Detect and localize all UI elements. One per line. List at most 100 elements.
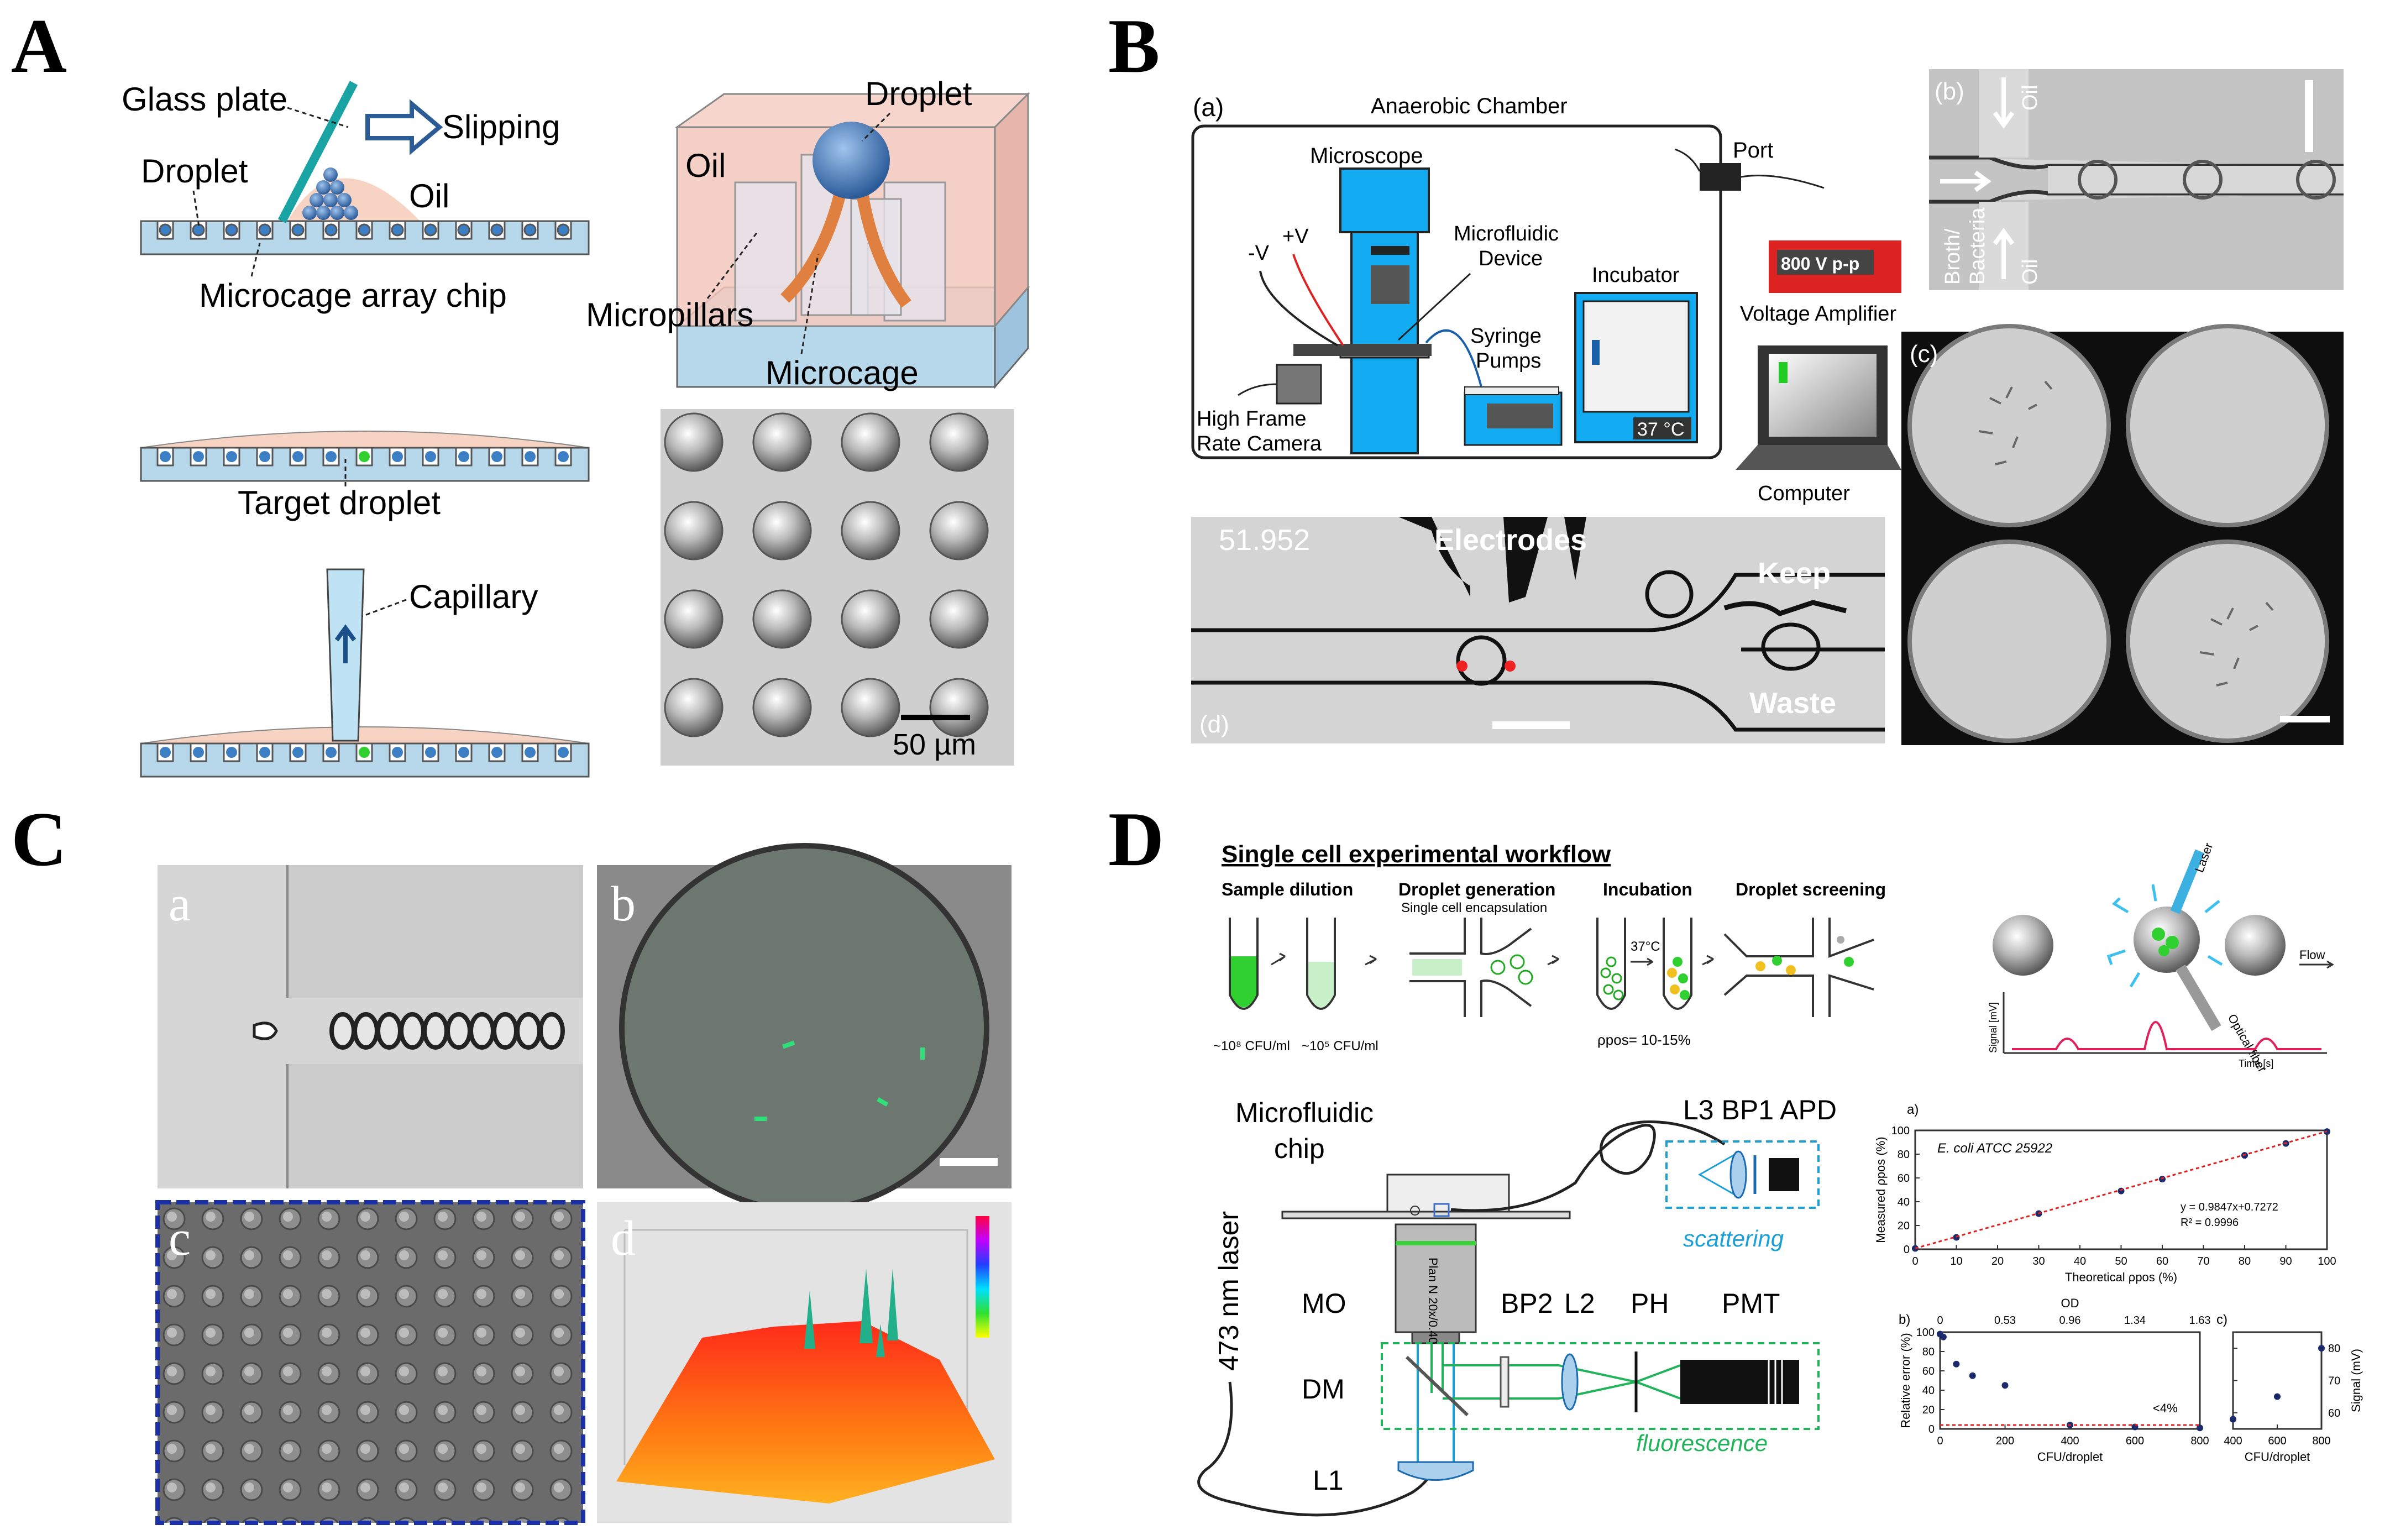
label-b-tag: (b) xyxy=(1935,78,1964,105)
micrograph-c-droplets xyxy=(1907,324,2329,743)
panel-a: Glass plate Slipping Droplet Oil Microca… xyxy=(122,75,1030,778)
well-droplet xyxy=(259,451,270,462)
arrow-right-icon xyxy=(1940,170,1991,192)
generated-droplet xyxy=(399,1012,426,1050)
heat-peaks xyxy=(804,1269,898,1357)
label-device-1: Microfluidic xyxy=(1454,222,1559,245)
label-plus-v: +V xyxy=(1282,225,1309,248)
x-tick-label: 40 xyxy=(2074,1255,2086,1267)
label-oil-top: Oil xyxy=(2019,85,2042,111)
scale-bar xyxy=(901,715,970,720)
well-droplet xyxy=(458,451,469,462)
y-tick-label: 60 xyxy=(1898,1172,1910,1185)
port-icon xyxy=(1700,163,1741,191)
well-droplet xyxy=(193,451,204,462)
chip-wells-middle xyxy=(156,447,572,467)
label-camera-2: Rate Camera xyxy=(1197,432,1322,455)
label-time: 51.952 xyxy=(1219,523,1310,557)
step-2: Droplet generation xyxy=(1398,879,1555,899)
tube-2 xyxy=(1306,918,1336,1010)
annotation: <4% xyxy=(2153,1401,2178,1415)
well-droplet xyxy=(193,747,204,758)
bp2-filter xyxy=(1500,1356,1510,1408)
well-droplet xyxy=(523,223,537,237)
caged-droplet xyxy=(752,412,812,472)
x-tick-label: 20 xyxy=(1991,1255,2004,1267)
well-droplet xyxy=(358,223,371,237)
y-tick-label: 20 xyxy=(1922,1404,1935,1416)
x-tick-label: 100 xyxy=(2318,1255,2336,1267)
caged-droplet xyxy=(929,589,989,649)
beam-paths xyxy=(1417,1343,1455,1462)
well-droplet xyxy=(391,223,404,237)
label-target: Target droplet xyxy=(238,484,441,521)
label-a-tag: (a) xyxy=(1193,93,1224,122)
panel-letter-b: B xyxy=(1108,3,1160,89)
sphere-right xyxy=(2225,915,2286,976)
data-point xyxy=(2197,1424,2203,1432)
label-chamber: Anaerobic Chamber xyxy=(1371,94,1568,118)
flow-arrow-icon xyxy=(2299,960,2334,969)
label-camera-1: High Frame xyxy=(1197,407,1307,431)
glass-plate xyxy=(277,81,358,223)
scattering-box xyxy=(1665,1140,1820,1209)
colorbar xyxy=(976,1216,989,1338)
label-amp-display: 800 V p-p xyxy=(1781,254,1859,274)
green-cells xyxy=(754,1040,925,1121)
caged-droplet xyxy=(841,589,900,649)
data-point xyxy=(1969,1372,1976,1379)
sphere-left xyxy=(1993,915,2053,976)
label-broth-2: Bacteria xyxy=(1966,207,1989,285)
generated-droplet xyxy=(353,1012,379,1050)
electrode-left xyxy=(1398,517,1470,597)
signal-trace xyxy=(2003,992,2327,1054)
label-signal-axis: Signal [mV] xyxy=(1988,1002,1999,1053)
conc-2: ~10⁵ CFU/ml xyxy=(1302,1039,1379,1054)
y-axis-label: Signal (mV) xyxy=(2349,1349,2363,1412)
x-axis-label: Theoretical ρpos (%) xyxy=(2065,1270,2177,1284)
well-droplet xyxy=(525,747,536,758)
well-droplet xyxy=(424,223,437,237)
conc-1: ~10⁸ CFU/ml xyxy=(1213,1039,1290,1054)
x-tick-label: 0 xyxy=(1937,1435,1943,1447)
x-tick-label: 50 xyxy=(2115,1255,2127,1267)
caged-droplet xyxy=(841,412,900,472)
data-point xyxy=(2159,1176,2166,1183)
slipping-arrow-icon xyxy=(365,99,443,155)
x-tick-label: 200 xyxy=(1996,1435,2014,1447)
well-droplet xyxy=(491,747,502,758)
x-tick-label: 60 xyxy=(2156,1255,2168,1267)
well-droplet xyxy=(359,451,370,462)
pmt-block xyxy=(1680,1360,1799,1404)
y-axis-label: Measured ρpos (%) xyxy=(1874,1136,1888,1243)
label-slipping: Slipping xyxy=(442,108,560,145)
label-amplifier: Voltage Amplifier xyxy=(1740,302,1896,326)
droplet-train xyxy=(253,1012,565,1050)
chip-wells-top xyxy=(156,220,572,240)
x-tick-label: 90 xyxy=(2279,1255,2292,1267)
fit-equation: y = 0.9847x+0.7272 xyxy=(2181,1201,2278,1213)
generated-droplet xyxy=(469,1012,495,1050)
caged-droplet xyxy=(664,678,724,737)
label-device-2: Device xyxy=(1479,247,1543,270)
y-tick-label: 0 xyxy=(1904,1244,1910,1256)
label-micropillars: Micropillars xyxy=(586,296,753,333)
well-droplet xyxy=(291,223,305,237)
well-droplet xyxy=(226,451,237,462)
label-scale: 50 µm xyxy=(893,728,976,761)
well-droplet xyxy=(392,451,403,462)
y-tick-label: 80 xyxy=(1922,1346,1935,1358)
well-droplet xyxy=(557,223,570,237)
caged-droplet xyxy=(841,678,900,737)
label-pmt: PMT xyxy=(1722,1288,1780,1319)
well-droplet xyxy=(192,223,205,237)
generated-droplet xyxy=(492,1012,518,1050)
step-1: Sample dilution xyxy=(1222,879,1353,899)
top-tick-label: 0 xyxy=(1937,1314,1943,1327)
x-tick-label: 10 xyxy=(1950,1255,1962,1267)
generated-droplet xyxy=(515,1012,542,1050)
data-point xyxy=(2001,1382,2009,1389)
